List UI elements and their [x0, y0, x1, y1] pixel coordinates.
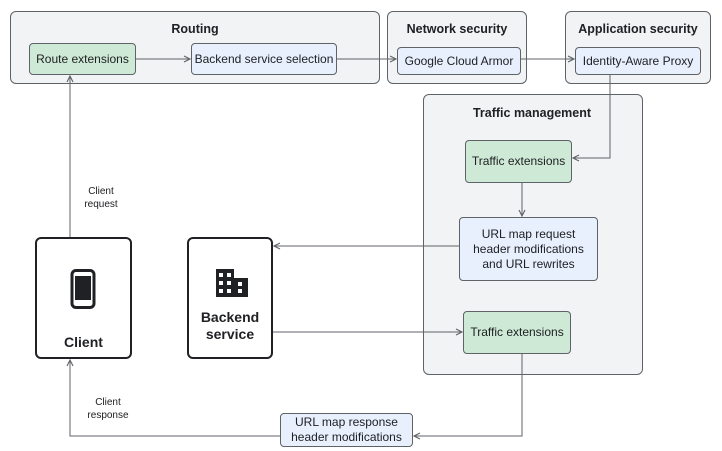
- client-response-label: Client response: [87, 397, 129, 421]
- route-extensions-node: Route extensions: [29, 43, 136, 75]
- url-map-request-node: URL map request header modifications and…: [459, 217, 598, 281]
- building-icon: [216, 269, 248, 297]
- client-box: Client: [35, 237, 132, 359]
- backend-service-label: Backend service: [200, 309, 260, 342]
- arrow-traffic-extensions-to-url-map-response: [414, 354, 523, 436]
- phone-icon: [70, 269, 96, 309]
- application-security-title: Application security: [578, 22, 698, 36]
- identity-aware-proxy-node: Identity-Aware Proxy: [575, 47, 701, 75]
- traffic-management-title: Traffic management: [472, 106, 592, 120]
- traffic-extensions-response-node: Traffic extensions: [463, 311, 571, 354]
- arrow-iap-to-traffic-extensions: [573, 75, 611, 158]
- backend-service-selection-node: Backend service selection: [191, 43, 337, 75]
- network-security-title: Network security: [406, 22, 508, 36]
- google-cloud-armor-node: Google Cloud Armor: [397, 47, 521, 75]
- traffic-extensions-request-node: Traffic extensions: [465, 140, 572, 183]
- routing-title: Routing: [171, 22, 219, 36]
- client-request-label: Client request: [84, 186, 118, 210]
- url-map-response-node: URL map response header modifications: [280, 413, 413, 447]
- arrow-url-map-response-to-client: [70, 360, 280, 437]
- client-label: Client: [64, 334, 103, 350]
- backend-service-box: Backend service: [187, 237, 273, 359]
